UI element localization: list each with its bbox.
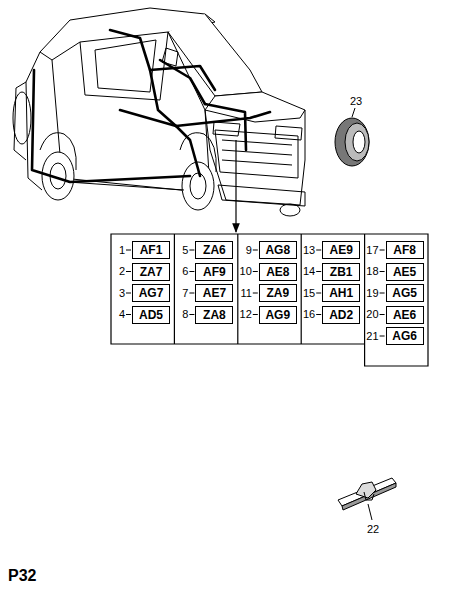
part-code: AD5	[139, 309, 163, 321]
part-code-box: ZA8	[195, 306, 233, 324]
part-code-box: AE5	[386, 263, 424, 281]
wiring-harness	[32, 30, 270, 182]
part-code-box: AF1	[132, 241, 170, 259]
part-code: AG6	[392, 330, 417, 342]
part-code-box: AE8	[259, 263, 297, 281]
part-code: AE6	[393, 309, 416, 321]
callout-number: 23	[350, 96, 362, 107]
part-code: AF9	[203, 266, 226, 278]
part-code: AG5	[392, 287, 417, 299]
grommet-part	[335, 108, 369, 166]
callout-number: 5	[182, 245, 188, 256]
callout-number: 11	[240, 288, 251, 299]
part-code-box: AD2	[322, 306, 360, 324]
callout-number: 4	[119, 309, 125, 320]
part-code-box: AD5	[132, 306, 170, 324]
callout-number: 19	[366, 288, 378, 299]
part-code: AE7	[203, 287, 226, 299]
callout-number: 20	[366, 309, 378, 320]
callout-number: 6	[182, 266, 188, 277]
callout-number: 15	[303, 288, 315, 299]
part-code: ZA9	[266, 287, 289, 299]
part-code-box: ZA9	[259, 284, 297, 302]
part-code: AF1	[140, 244, 163, 256]
part-code-box: AG8	[259, 241, 297, 259]
pointer-arrow	[235, 140, 236, 232]
callout-number: 18	[366, 266, 378, 277]
part-code: AD2	[329, 309, 353, 321]
part-code-box: AH1	[322, 284, 360, 302]
part-code: AG7	[139, 287, 164, 299]
vehicle-drawing	[13, 8, 305, 216]
callout-number: 22	[367, 524, 379, 535]
part-code: ZA8	[203, 309, 226, 321]
clip-part	[338, 478, 396, 520]
part-code-box: AE9	[322, 241, 360, 259]
callout-number: 10	[240, 266, 252, 277]
part-code: AF8	[393, 244, 416, 256]
part-code: AE9	[330, 244, 353, 256]
part-code-box: ZA7	[132, 263, 170, 281]
part-code-box: AG9	[259, 306, 297, 324]
table-frame	[111, 234, 428, 366]
callout-number: 9	[246, 245, 252, 256]
part-code-box: AE7	[195, 284, 233, 302]
part-code: AG8	[265, 244, 290, 256]
part-code-box: ZA6	[195, 241, 233, 259]
part-code: AG9	[265, 309, 290, 321]
callout-number: 2	[119, 266, 125, 277]
part-code: ZB1	[330, 266, 353, 278]
part-code: AE5	[393, 266, 416, 278]
row-dashes	[126, 250, 385, 336]
callout-number: 17	[366, 245, 378, 256]
part-code-box: AE6	[386, 306, 424, 324]
part-code: AH1	[329, 287, 353, 299]
part-code-box: AG7	[132, 284, 170, 302]
callout-number: 13	[303, 245, 315, 256]
part-code: AE8	[266, 266, 289, 278]
part-code-box: AG6	[386, 327, 424, 345]
callout-number: 16	[303, 309, 315, 320]
page-label: P32	[8, 568, 36, 584]
part-code-box: AF8	[386, 241, 424, 259]
part-code-box: AG5	[386, 284, 424, 302]
callout-number: 1	[119, 245, 125, 256]
callout-number: 14	[303, 266, 315, 277]
callout-number: 21	[366, 331, 378, 342]
part-code-box: ZB1	[322, 263, 360, 281]
callout-number: 12	[240, 309, 252, 320]
part-code: ZA7	[140, 266, 163, 278]
callout-number: 7	[182, 288, 188, 299]
callout-number: 3	[119, 288, 125, 299]
callout-number: 8	[182, 309, 188, 320]
part-code: ZA6	[203, 244, 226, 256]
part-code-box: AF9	[195, 263, 233, 281]
